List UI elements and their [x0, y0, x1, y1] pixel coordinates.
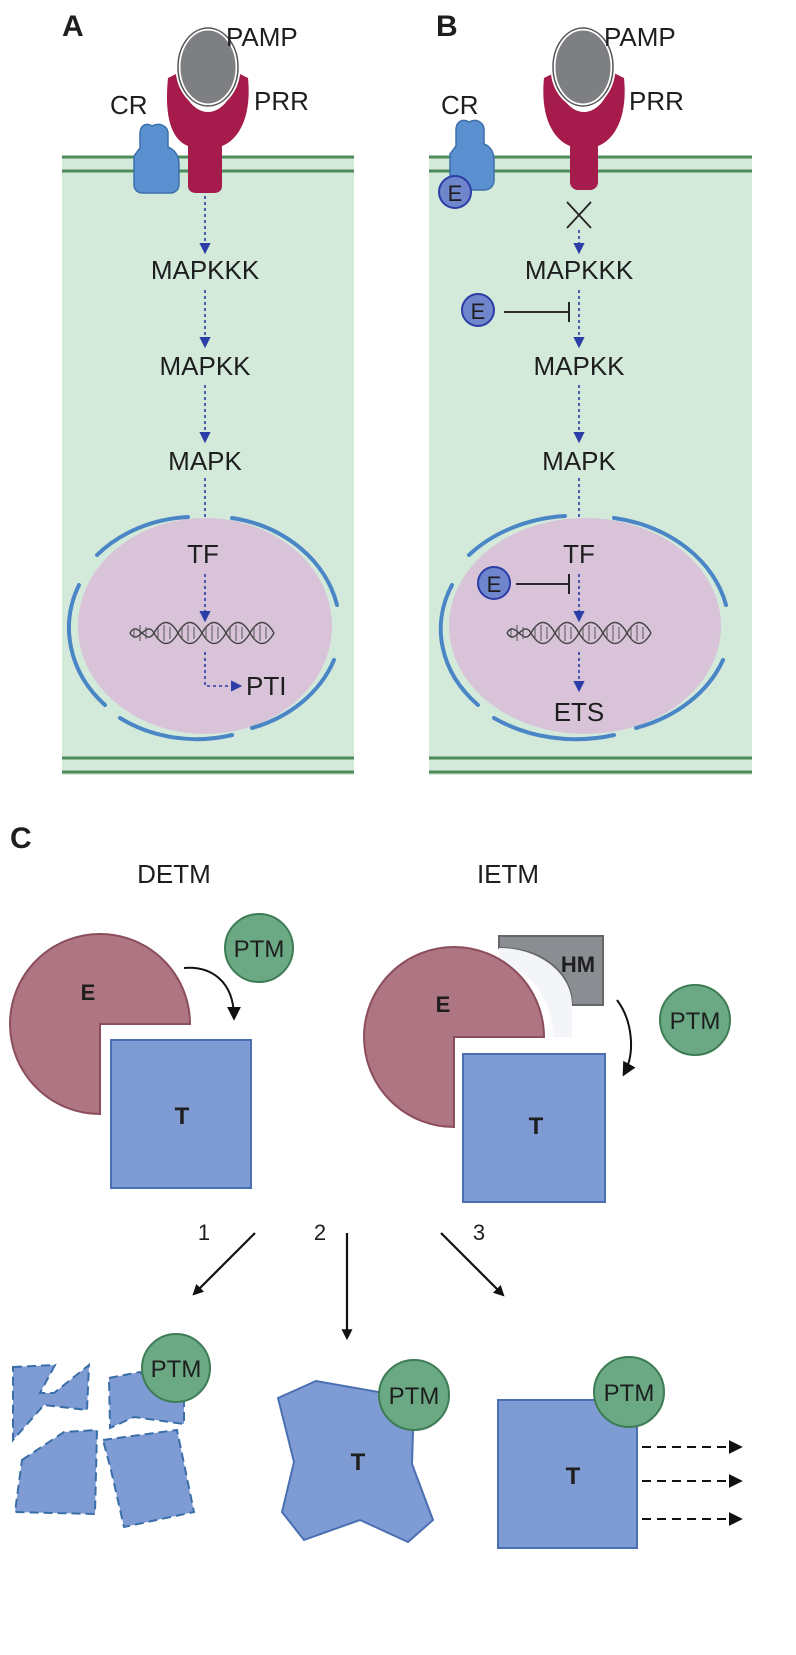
ptm-detm: [224, 913, 294, 983]
prr-receptor-b: [543, 72, 625, 190]
target-outcome-3: [497, 1399, 638, 1549]
tf-label-b: TF: [563, 539, 595, 569]
mapk-label-a: MAPK: [168, 446, 242, 476]
target-ietm-label: T: [529, 1113, 544, 1140]
cr-receptor-a: [133, 123, 180, 194]
panel-a: A PAMP PRR CR MAPKKK MAPKK MAPK: [62, 10, 354, 775]
fragment-4: [101, 1428, 196, 1529]
ptm-outcome-3-label: PTM: [604, 1380, 655, 1407]
nuclear-envelope-a: [67, 515, 339, 742]
cr-label-b: CR: [441, 90, 479, 120]
ptm-ietm-label: PTM: [670, 1008, 721, 1035]
effector-cascade-label: E: [471, 299, 486, 324]
ptm-arrow-detm: [183, 966, 241, 1021]
pti-label: PTI: [246, 671, 286, 701]
mapk-label-b: MAPK: [542, 446, 616, 476]
prr-receptor-a: [166, 72, 249, 193]
ptm-outcome-1-label: PTM: [151, 1356, 202, 1383]
effector-ietm-label: E: [436, 992, 451, 1017]
target-ietm: [462, 1053, 606, 1203]
fragment-1: [12, 1362, 91, 1443]
block-x-icon: [566, 201, 592, 229]
effector-on-cr: [438, 175, 472, 209]
outcome-2-label: 2: [314, 1220, 326, 1245]
pamp-label-a: PAMP: [226, 22, 298, 52]
mapkk-label-b: MAPKK: [533, 351, 625, 381]
nucleus-a: [78, 518, 332, 734]
ietm-label: IETM: [477, 859, 539, 889]
target-outcome-3-label: T: [566, 1463, 581, 1490]
detm-label: DETM: [137, 859, 211, 889]
host-mediator-label: HM: [561, 952, 595, 977]
prr-label-a: PRR: [254, 86, 309, 116]
relocation-arrows: [642, 1440, 743, 1526]
effector-detm: [9, 933, 192, 1116]
effector-on-cr-label: E: [448, 181, 463, 206]
hm-binding-site: [499, 948, 572, 1037]
pamp-label-b: PAMP: [604, 22, 676, 52]
ptm-detm-label: PTM: [234, 936, 285, 963]
effector-tf: [477, 566, 511, 600]
ets-label: ETS: [554, 697, 605, 727]
outcome-arrows: [192, 1232, 505, 1341]
panel-c-letter: C: [10, 822, 32, 855]
effector-ietm: [363, 946, 546, 1129]
cr-label-a: CR: [110, 90, 148, 120]
panel-a-letter: A: [62, 10, 84, 43]
cr-receptor-b: [449, 119, 495, 191]
effector-detm-label: E: [81, 980, 96, 1005]
mapkk-label-a: MAPKK: [159, 351, 251, 381]
target-detm-label: T: [175, 1103, 190, 1130]
outcome-3-label: 3: [473, 1220, 485, 1245]
outcome-1-label: 1: [198, 1220, 210, 1245]
panel-c: C DETM IETM E T PTM HM E T PTM 1 2 3: [9, 822, 743, 1549]
ptm-outcome-2-label: PTM: [389, 1383, 440, 1410]
panel-b: B E PAMP PRR CR MAPKKK MAPKK: [429, 10, 752, 775]
inhibition-tf-icon: [516, 574, 570, 594]
effector-tf-label: E: [487, 572, 502, 597]
mapkkk-label-a: MAPKKK: [151, 255, 260, 285]
ptm-outcome-2: [378, 1359, 450, 1431]
prr-label-b: PRR: [629, 86, 684, 116]
panel-b-letter: B: [436, 10, 458, 43]
nuclear-arrows-a: [199, 574, 243, 692]
ptm-ietm: [659, 984, 731, 1056]
target-detm: [110, 1039, 252, 1189]
ptm-arrow-ietm: [616, 999, 636, 1077]
mapkkk-label-b: MAPKKK: [525, 255, 634, 285]
target-outcome-2-label: T: [351, 1449, 366, 1476]
ptm-outcome-3: [593, 1356, 665, 1428]
effector-cascade: [461, 293, 495, 327]
inhibition-cascade-icon: [504, 302, 570, 322]
ptm-outcome-1: [141, 1333, 211, 1403]
tf-label-a: TF: [187, 539, 219, 569]
nuclear-envelope-b: [438, 514, 728, 742]
degraded-target: [12, 1362, 196, 1529]
fragment-3: [13, 1428, 99, 1516]
